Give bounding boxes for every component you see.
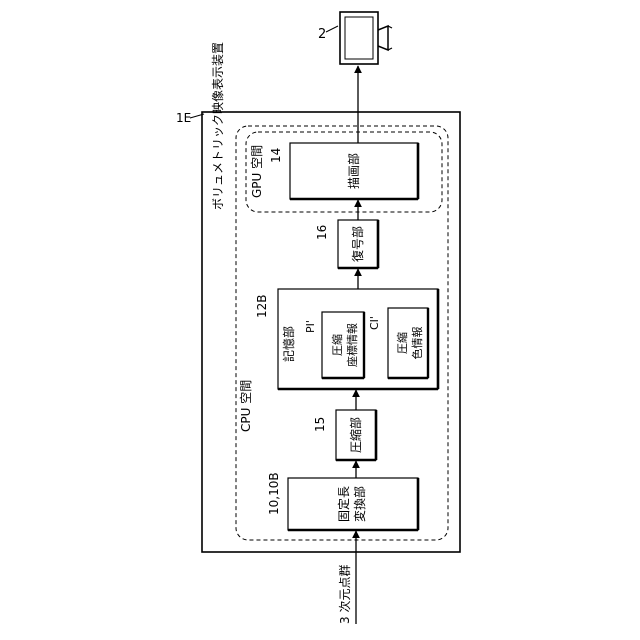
storage-label: 記憶部: [281, 326, 296, 362]
compression-ref: 15: [313, 417, 327, 432]
monitor-leader: [326, 26, 338, 32]
drawing-ref: 14: [269, 148, 283, 163]
coord-ref: PI': [304, 320, 317, 333]
device-title: ボリュメトリック映像表示装置: [211, 42, 225, 210]
gpu-space-label: GPU 空間: [250, 145, 264, 198]
input-label: 3 次元点群: [338, 565, 352, 624]
storage-ref: 12B: [255, 294, 269, 318]
compression-label: 圧縮部: [348, 417, 363, 453]
monitor-icon: [340, 12, 392, 64]
cpu-space-label: CPU 空間: [239, 380, 253, 432]
monitor-ref: 2: [318, 27, 326, 42]
decoder-ref: 16: [315, 225, 329, 240]
fixed-length-line2: 変換部: [352, 486, 367, 522]
color-line1: 圧縮: [395, 332, 409, 354]
color-line2: 色情報: [410, 327, 424, 360]
coord-line1: 圧縮: [330, 334, 344, 356]
fixed-length-ref: 10,10B: [267, 472, 281, 515]
coord-line2: 座標情報: [345, 323, 359, 367]
fixed-length-line1: 固定長: [336, 486, 351, 522]
drawing-label: 描画部: [346, 153, 361, 189]
color-ref: CI': [368, 316, 381, 330]
device-ref: 1E: [176, 111, 191, 125]
decoder-label: 復号部: [350, 226, 365, 262]
